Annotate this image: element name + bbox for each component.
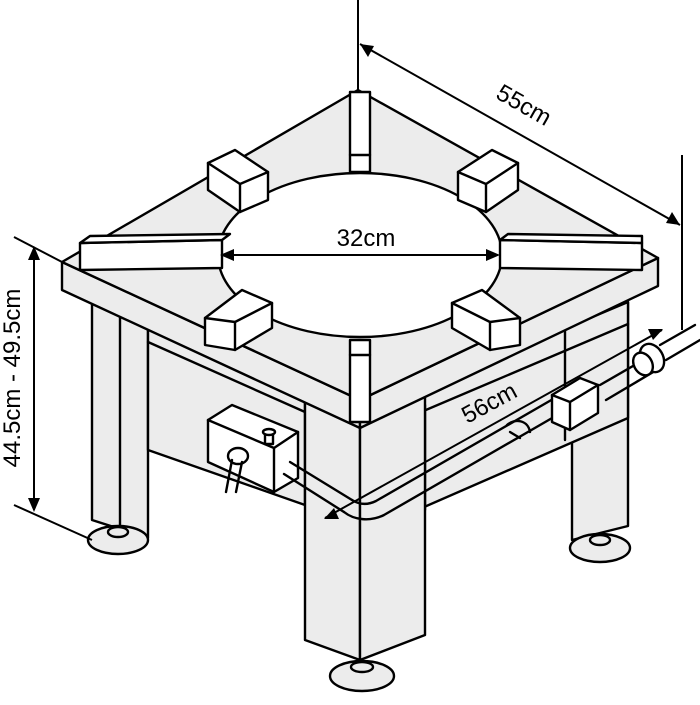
pipe-clip [505,419,532,440]
pan-support-right [498,232,644,272]
dimension-opening: 32cm [220,225,500,261]
pan-support-left [78,232,232,272]
pan-support-top-left [206,148,270,214]
pipe-connector [550,376,600,432]
left-leg [86,298,150,556]
front-leg [303,383,427,693]
dimension-height-label: 44.5cm - 49.5cm [0,289,26,468]
dimension-height: 44.5cm - 49.5cm [0,246,40,512]
pan-support-top-right [456,148,520,214]
pan-support-back [348,90,372,174]
pan-support-bottom-left [203,288,274,352]
valve-knob-icon [224,446,250,494]
dimension-opening-label: 32cm [337,225,396,252]
pan-support-bottom-right [450,288,522,352]
pipe-fitting [631,342,666,377]
pan-support-front [348,338,372,424]
